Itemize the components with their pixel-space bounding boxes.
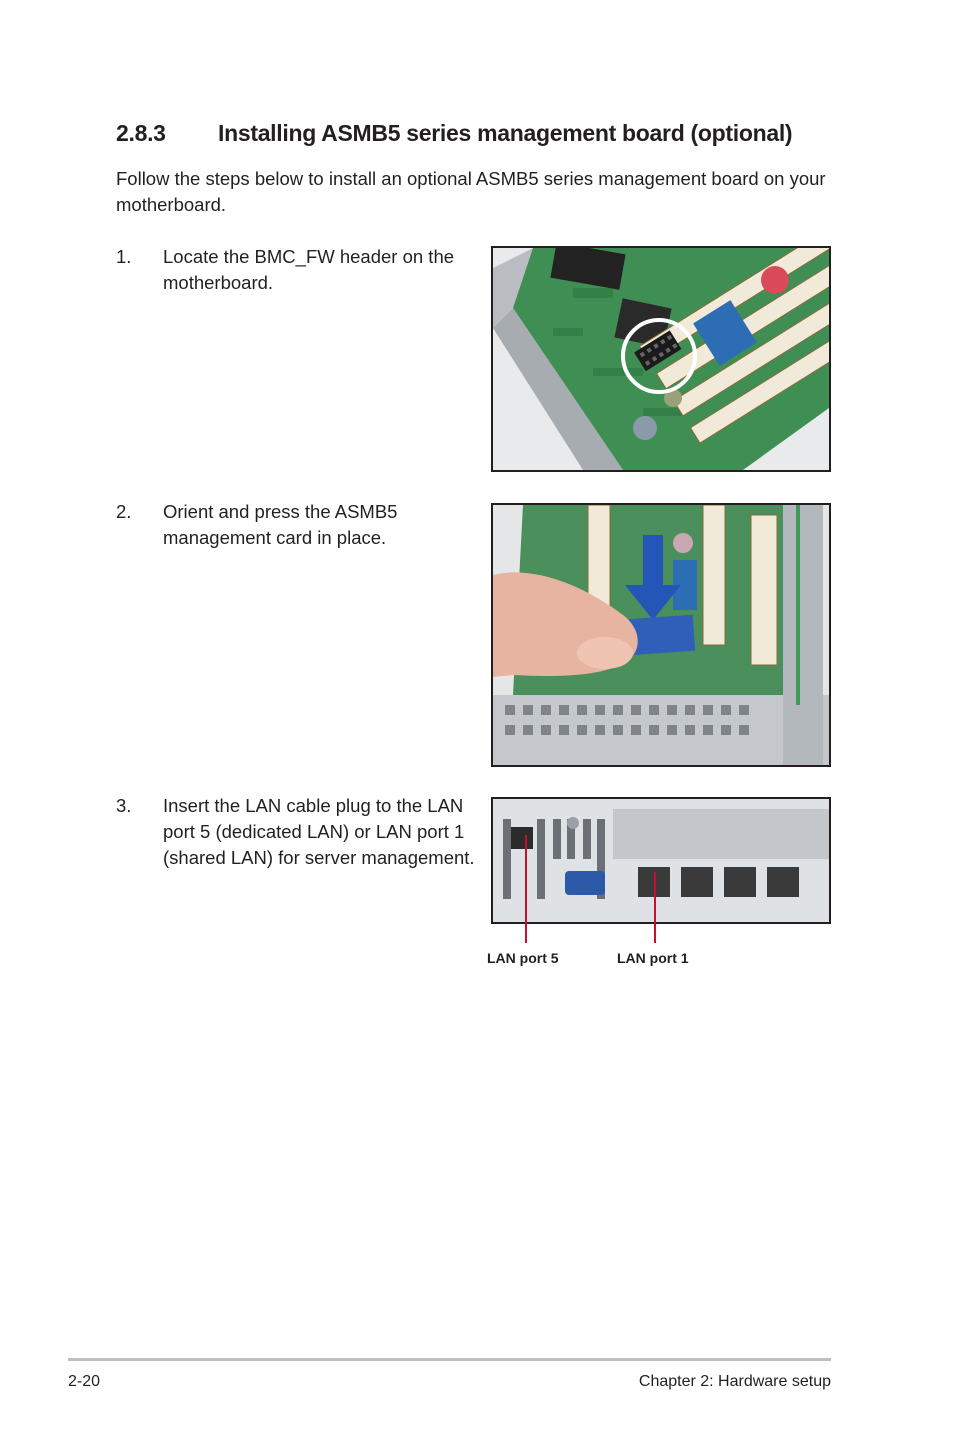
rear-panel-lan-photo (491, 797, 831, 924)
section-title: Installing ASMB5 series management board… (218, 120, 793, 146)
page-number: 2-20 (68, 1373, 101, 1390)
asmb5-card-install-photo (491, 503, 831, 767)
footer-rule (68, 1358, 831, 1361)
lan-port-5-label: LAN port 5 (487, 950, 559, 966)
step-number: 1. (116, 246, 132, 267)
step-number: 3. (116, 795, 132, 816)
step-text: Orient and press the ASMB5 management ca… (163, 501, 398, 548)
chapter-title: Chapter 2: Hardware setup (638, 1373, 831, 1390)
section-heading: 2.8.3 Installing ASMB5 series management … (116, 120, 793, 147)
step-text: Locate the BMC_FW header on the motherbo… (163, 246, 455, 293)
intro-paragraph: Follow the steps below to install an opt… (116, 168, 826, 215)
step-text: Insert the LAN cable plug to the LAN por… (163, 795, 475, 868)
lan-port-1-callout-line (654, 872, 656, 943)
section-number: 2.8.3 (116, 120, 166, 146)
step-number: 2. (116, 501, 132, 522)
lan-port-5-callout-line (525, 835, 527, 943)
motherboard-bmc-header-photo (491, 246, 831, 472)
lan-port-1-label: LAN port 1 (617, 950, 689, 966)
